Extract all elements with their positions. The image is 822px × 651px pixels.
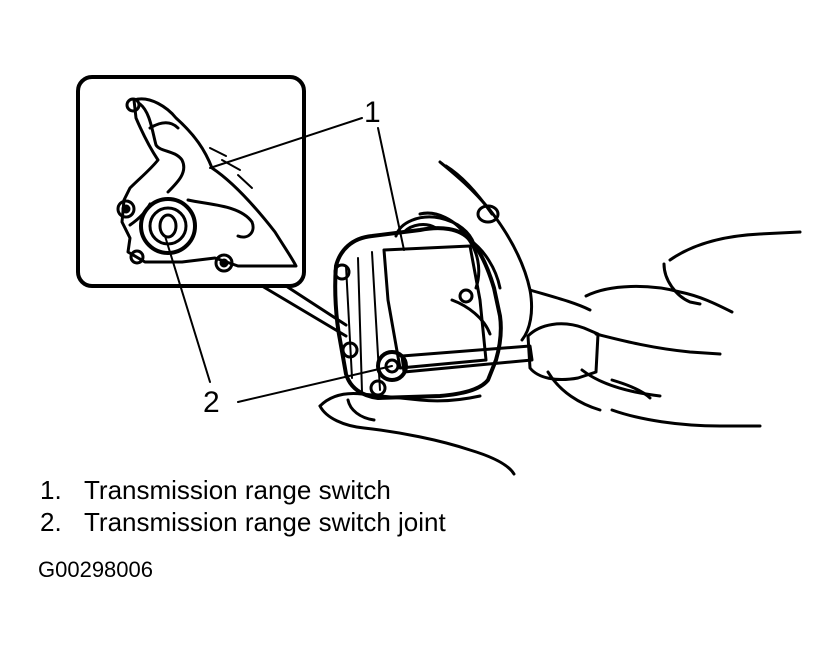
screwdriver: [400, 322, 600, 382]
figure-id: G00298006: [38, 557, 153, 582]
legend-item: 2. Transmission range switch joint: [40, 506, 446, 538]
legend: 1. Transmission range switch 2. Transmis…: [40, 474, 446, 538]
lower-hand: [318, 392, 516, 476]
legend-item-text: Transmission range switch: [84, 475, 391, 505]
legend-item-number: 1.: [40, 475, 62, 505]
legend-item: 1. Transmission range switch: [40, 474, 446, 506]
inset-range-switch: [116, 97, 298, 273]
right-hand: [528, 230, 802, 428]
callout-number-2: 2: [203, 386, 220, 419]
legend-item-text: Transmission range switch joint: [84, 507, 446, 537]
upper-hand: [418, 160, 534, 342]
callout-number-1: 1: [364, 96, 381, 129]
callout-2-leader-inset: [164, 235, 211, 383]
callout-2-leader-part: [237, 365, 393, 403]
legend-item-number: 2.: [40, 507, 62, 537]
callout-1-leader-inset: [209, 117, 363, 169]
